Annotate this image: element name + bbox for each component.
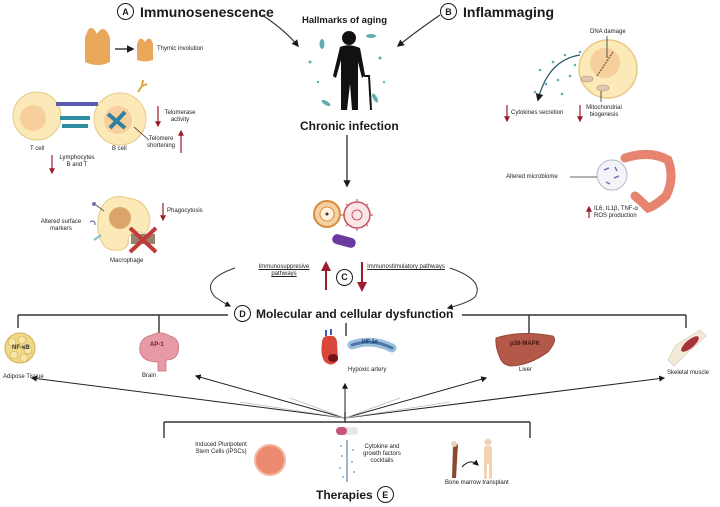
microbes-icon [308, 34, 386, 107]
hallmarks-of-aging-label: Hallmarks of aging [302, 15, 387, 26]
virus-icon-1 [313, 200, 341, 228]
arrow-right-to-dysfunction [446, 267, 478, 310]
therapy-arrows [30, 374, 666, 419]
therapies-bracket [163, 412, 531, 438]
cytokine-cocktail-icon [339, 440, 355, 482]
adipose-tissue-icon [4, 332, 36, 364]
bone-icon [451, 441, 458, 478]
brain-icon [139, 332, 180, 372]
altered-microbiome-label: Altered microbiome [506, 174, 558, 180]
b-cell-label: B cell [112, 146, 127, 152]
bone-marrow-transplant-label: Bone marrow transplant [445, 480, 509, 486]
liver-label: Liver [519, 367, 533, 373]
arrow-left-to-dysfunction [210, 267, 236, 307]
thymic-involution-label: Thymic involution [157, 46, 204, 52]
human-figure-icon [484, 438, 492, 479]
therapies-title: Therapies [316, 487, 373, 502]
p38-mapk-marker: p38-MAPK [510, 341, 541, 347]
virus-icon-2 [341, 199, 373, 231]
ros-production-label: ROS production [594, 213, 637, 219]
macrophage-icon [89, 196, 151, 251]
t-cell-icon [12, 91, 62, 141]
section-e-header: Therapies E [316, 486, 394, 503]
liver-icon [495, 333, 556, 367]
skeletal-muscle-label: Skeletal muscle [667, 370, 710, 376]
section-b-header: B Inflammaging [440, 3, 554, 20]
badge-c: C [336, 268, 353, 286]
dysfunction-title: Molecular and cellular dysfunction [256, 306, 454, 321]
ipsc-cell-icon [254, 444, 286, 476]
badge-d: D [234, 305, 251, 322]
hypoxic-artery-label: Hypoxic artery [348, 367, 387, 373]
ap1-marker: AP-1 [150, 342, 164, 348]
cytokine-cocktails-label: Cytokine and growth factors cocktails [363, 444, 401, 464]
hif1a-marker: HIF-1α [362, 339, 378, 345]
cytokines-secretion-label: Cytokines secretion [511, 110, 564, 116]
phagocytosis-label: Phagocytosis [167, 208, 203, 214]
brain-label: Brain [142, 373, 157, 379]
badge-a: A [117, 3, 134, 20]
receptor-complex-icon [56, 102, 98, 128]
senescent-cell-icon [578, 39, 638, 99]
section-a-header: A Immunosenescence [117, 3, 274, 20]
b-cell-icon [93, 79, 148, 146]
immunosenescence-title: Immunosenescence [140, 3, 274, 20]
badge-e: E [376, 486, 394, 503]
skeletal-muscle-icon [667, 329, 707, 367]
immunostimulatory-pathways-label: Immunostimulatory pathways [367, 264, 445, 270]
bacterium-icon [332, 234, 356, 248]
lymphocytes-label: Lymphocytes B and T [59, 155, 95, 168]
dna-damage-label: DNA damage [590, 29, 626, 35]
microbiome-magnifier-icon [596, 159, 628, 191]
inflammaging-title: Inflammaging [463, 3, 555, 20]
chronic-infection-label: Chronic infection [300, 119, 399, 133]
nfkb-marker: NF-κB [12, 345, 30, 351]
dysfunction-bracket [17, 314, 687, 336]
elderly-person-icon [333, 31, 372, 111]
t-cell-label: T cell [30, 146, 45, 152]
telomerase-activity-label: Telomerase activity [164, 110, 196, 123]
thymus-small-icon [137, 38, 153, 62]
artery-icon [347, 337, 397, 353]
ipsc-label: Induced Pluripotent Stem Cells (iPSCs) [195, 442, 247, 455]
badge-b: B [440, 3, 457, 20]
section-d-header: D Molecular and cellular dysfunction [234, 305, 453, 322]
mitochondrial-biogenesis-label: Mitochondrial biogenesis [586, 105, 622, 118]
thymus-large-icon [85, 27, 110, 65]
telomere-shortening-label: Telomere shortening [146, 136, 176, 149]
intestine-icon [620, 150, 676, 214]
altered-surface-markers-label: Altered surface markers [40, 219, 82, 232]
pill-icon [336, 427, 358, 435]
blocked-phagocytosis-icon [128, 226, 158, 254]
arrow-immunosenescence-to-center [261, 14, 299, 48]
cytokine-secretion-arrow [535, 54, 581, 102]
heart-icon [321, 329, 338, 365]
il-cytokines-label: IL6, IL1β, TNF-α [594, 206, 638, 212]
cytokine-dots [533, 50, 582, 96]
macrophage-label: Macrophage [110, 258, 144, 264]
adipose-tissue-label: Adipose Tissue [3, 374, 44, 380]
section-c-header: C [336, 267, 353, 286]
transplant-arrow [461, 459, 479, 468]
immunosuppressive-pathways-label: Immunosuppresive pathways [258, 264, 310, 277]
arrow-inflammaging-to-center [396, 14, 441, 47]
